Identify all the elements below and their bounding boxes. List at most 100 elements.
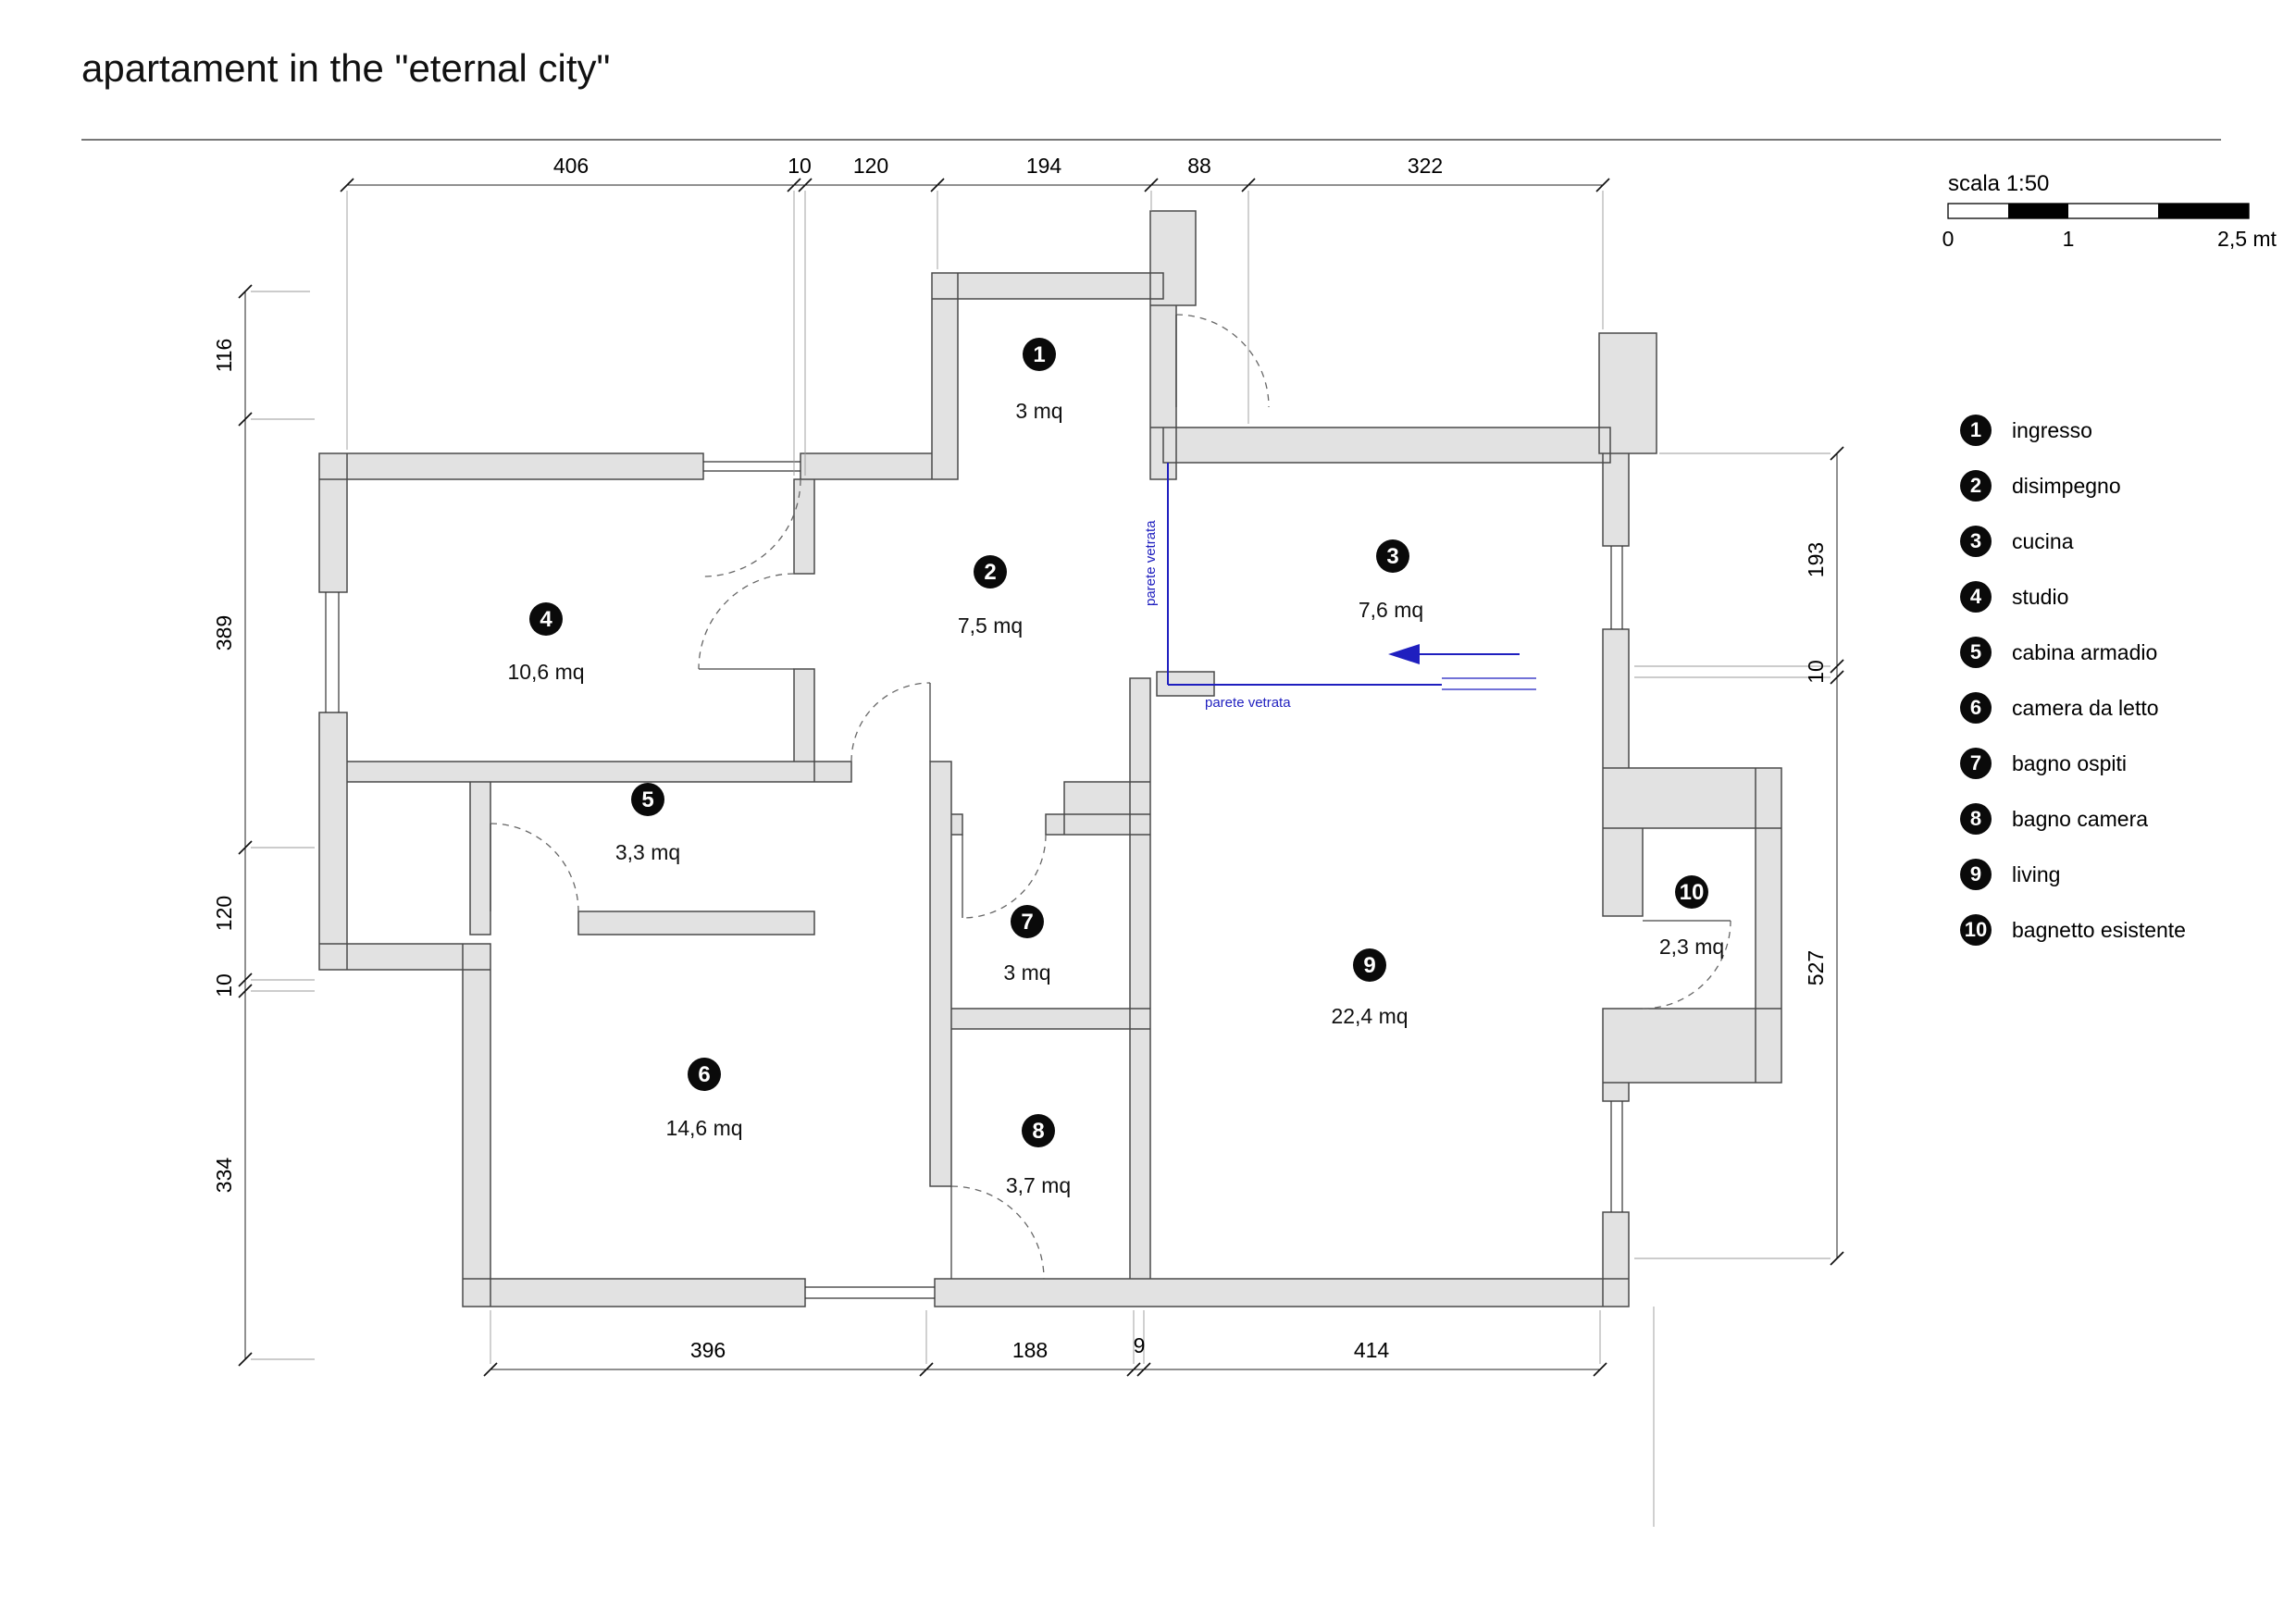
legend-label: bagno ospiti — [2012, 750, 2128, 775]
legend-label: cucina — [2012, 528, 2074, 553]
room-number-badge: 7 — [1960, 748, 1992, 779]
dim-label: 527 — [1804, 950, 1828, 985]
dimension-chain-right: 193 10 527 — [1634, 446, 1844, 1527]
room-number-badge: 6 — [1960, 692, 1992, 724]
scale-tick: 0 — [1942, 227, 1955, 251]
room-area-label: 14,6 mq — [665, 1116, 742, 1140]
room-marker-bagnetto-esistente: 10 2,3 mq — [1659, 875, 1724, 959]
svg-text:5: 5 — [641, 787, 653, 812]
room-number-badge: 2 — [1960, 470, 1992, 502]
svg-text:4: 4 — [540, 607, 552, 632]
dim-label: 10 — [788, 154, 812, 178]
room-area-label: 3,7 mq — [1006, 1173, 1071, 1197]
scale-bar-segment — [2158, 204, 2249, 218]
svg-text:9: 9 — [1363, 953, 1375, 978]
room-area-label: 3 mq — [1003, 960, 1050, 985]
svg-text:10: 10 — [1680, 880, 1705, 905]
dim-ticks — [238, 284, 253, 1367]
dim-label: 334 — [212, 1158, 236, 1194]
room-marker-cucina: 3 7,6 mq — [1359, 539, 1423, 622]
dim-label: 116 — [212, 339, 236, 373]
dim-label: 10 — [1804, 660, 1828, 684]
legend-item-camera-da-letto: 6 camera da letto — [1960, 692, 2186, 724]
legend-label: camera da letto — [2012, 695, 2159, 720]
scale-bar: scala 1:50 0 1 2,5 mt — [1942, 171, 2277, 251]
legend-item-disimpegno: 2 disimpegno — [1960, 470, 2186, 502]
room-number-badge: 4 — [1960, 581, 1992, 613]
windows — [325, 461, 1623, 1299]
dim-label: 389 — [212, 615, 236, 650]
room-number-badge: 1 — [1960, 415, 1992, 446]
legend: 1 ingresso 2 disimpegno 3 cucina 4 studi… — [1960, 415, 2186, 946]
room-number-badge: 9 — [1960, 859, 1992, 890]
room-marker-bagno-ospiti: 7 3 mq — [1003, 905, 1051, 985]
room-number-badge: 10 — [1960, 914, 1992, 946]
legend-item-bagnetto-esistente: 10 bagnetto esistente — [1960, 914, 2186, 946]
legend-label: cabina armadio — [2012, 639, 2158, 664]
dim-label: 120 — [853, 154, 888, 178]
dim-label: 193 — [1804, 542, 1828, 577]
glass-wall-label-vertical: parete vetrata — [1143, 520, 1159, 606]
room-area-label: 10,6 mq — [507, 660, 584, 684]
scale-tick: 1 — [2063, 227, 2075, 251]
room-marker-studio: 4 10,6 mq — [507, 602, 585, 684]
room-area-label: 3,3 mq — [615, 840, 680, 864]
glass-wall-label-horizontal: parete vetrata — [1205, 695, 1291, 711]
legend-label: bagno camera — [2012, 806, 2149, 831]
legend-label: living — [2012, 861, 2061, 886]
dim-label: 406 — [553, 154, 589, 178]
svg-text:8: 8 — [1032, 1119, 1044, 1144]
legend-item-cucina: 3 cucina — [1960, 526, 2186, 557]
room-marker-camera-da-letto: 6 14,6 mq — [665, 1058, 743, 1140]
svg-text:6: 6 — [698, 1062, 710, 1087]
scale-label: scala 1:50 — [1948, 171, 2049, 196]
legend-item-ingresso: 1 ingresso — [1960, 415, 2186, 446]
dim-label: 414 — [1354, 1338, 1390, 1362]
room-marker-bagno-camera: 8 3,7 mq — [1006, 1114, 1071, 1197]
room-number-badge: 8 — [1960, 803, 1992, 835]
dimension-chain-bottom: 396 188 9 414 — [483, 1310, 1607, 1377]
legend-label: bagnetto esistente — [2012, 917, 2186, 942]
room-marker-living: 9 22,4 mq — [1331, 948, 1409, 1028]
dim-ticks — [483, 1362, 1607, 1377]
dim-ticks — [1830, 446, 1844, 1266]
room-marker-disimpegno: 2 7,5 mq — [958, 555, 1023, 638]
dim-label: 120 — [212, 896, 236, 931]
dimension-chain-left: 116 389 120 10 334 — [212, 284, 315, 1367]
room-number-badge: 5 — [1960, 637, 1992, 668]
svg-text:7: 7 — [1021, 910, 1033, 935]
scale-bar-segment — [2008, 204, 2068, 218]
dim-ticks — [340, 178, 1610, 192]
legend-label: disimpegno — [2012, 473, 2121, 498]
dim-label: 88 — [1187, 154, 1211, 178]
legend-item-cabina-armadio: 5 cabina armadio — [1960, 637, 2186, 668]
dim-label: 194 — [1026, 154, 1062, 178]
svg-text:1: 1 — [1033, 342, 1045, 367]
svg-text:3: 3 — [1386, 544, 1398, 569]
door-arcs — [490, 314, 1731, 1280]
room-area-label: 3 mq — [1015, 399, 1062, 423]
dim-label: 322 — [1408, 154, 1443, 178]
legend-item-studio: 4 studio — [1960, 581, 2186, 613]
room-markers: 1 3 mq 2 7,5 mq 3 7,6 mq 4 10,6 mq 5 — [507, 338, 1724, 1197]
room-number-badge: 3 — [1960, 526, 1992, 557]
legend-label: studio — [2012, 584, 2069, 609]
room-marker-ingresso: 1 3 mq — [1015, 338, 1063, 423]
dimension-chain-top: 406 10 120 194 88 322 — [340, 154, 1610, 476]
room-area-label: 22,4 mq — [1331, 1004, 1408, 1028]
dim-label: 188 — [1012, 1338, 1048, 1362]
room-area-label: 2,3 mq — [1659, 935, 1724, 959]
legend-item-bagno-ospiti: 7 bagno ospiti — [1960, 748, 2186, 779]
room-area-label: 7,5 mq — [958, 613, 1023, 638]
dim-label: 10 — [212, 973, 236, 997]
legend-item-bagno-camera: 8 bagno camera — [1960, 803, 2186, 835]
legend-item-living: 9 living — [1960, 859, 2186, 890]
sliding-door-arrow-icon — [1388, 644, 1420, 664]
svg-text:2: 2 — [984, 560, 996, 585]
dim-label: 9 — [1134, 1333, 1146, 1357]
room-area-label: 7,6 mq — [1359, 598, 1423, 622]
legend-label: ingresso — [2012, 417, 2092, 442]
dim-label: 396 — [690, 1338, 726, 1362]
